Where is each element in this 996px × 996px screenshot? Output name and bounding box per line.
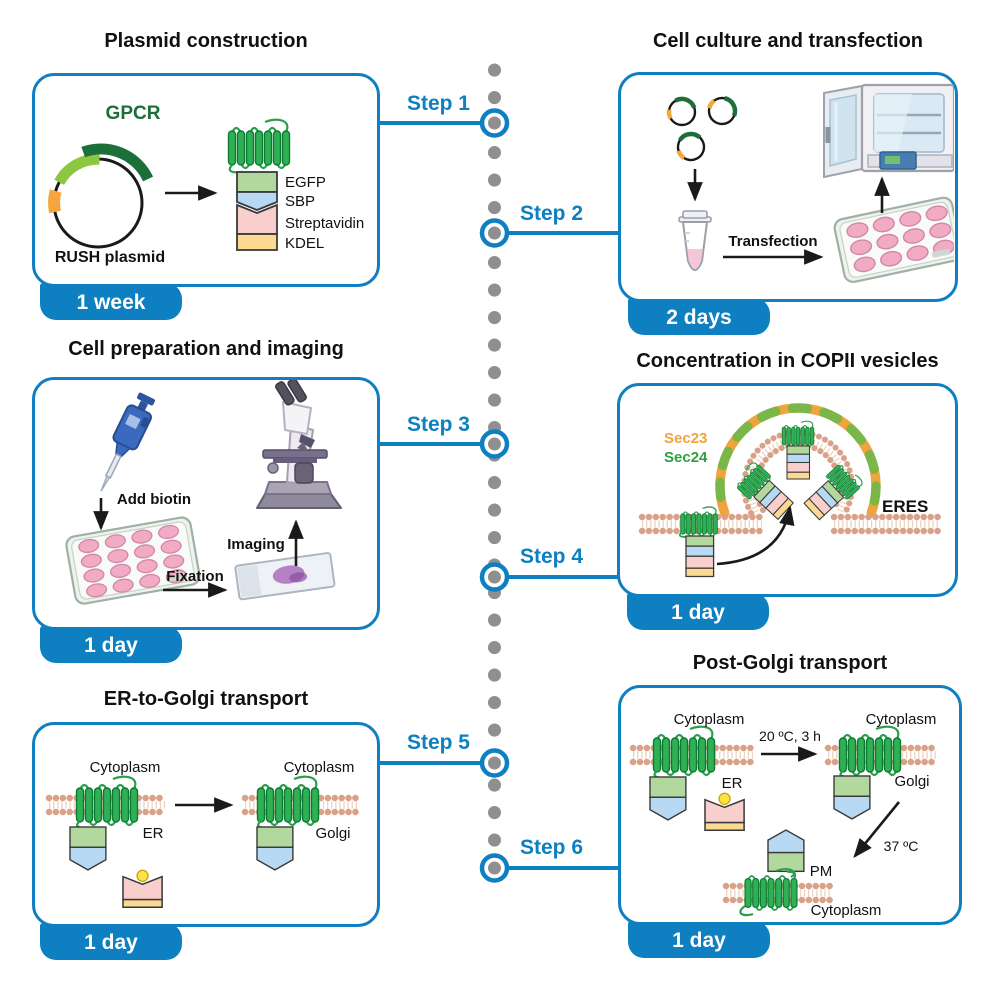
gpcr-in-pm-icon (739, 829, 805, 917)
step-2-label: Step 2 (520, 202, 584, 225)
duration-badge-1: 1 week (40, 283, 182, 320)
concentration-arrow-icon (716, 505, 795, 566)
microtube-icon (678, 210, 712, 271)
duration-badge-3: 1 day (40, 626, 182, 663)
sec24-label: Sec24 (664, 449, 708, 466)
copii-scene (638, 403, 944, 578)
slide-icon (234, 552, 336, 601)
gpcr-in-golgi-icon (833, 725, 902, 820)
plasmids-icon (669, 93, 740, 165)
transfection-label: Transfection (728, 233, 818, 250)
add-biotin-label: Add biotin (116, 491, 192, 508)
panel-4-title: Concentration in COPII vesicles (636, 350, 939, 372)
rush-plasmid-label: RUSH plasmid (54, 249, 166, 266)
post-golgi-scene (629, 725, 942, 917)
plasmid-scene (48, 118, 291, 251)
cytoplasm-right-label: Cytoplasm (283, 759, 355, 776)
streptavidin-biotin-icon (704, 792, 745, 832)
cargo-constructs (678, 421, 865, 578)
panel-er-to-golgi: Cytoplasm ER Cytoplasm Golgi (32, 722, 380, 927)
er-golgi-scene (45, 775, 363, 909)
panel-copii: Sec23 Sec24 ERES (617, 383, 958, 597)
panel-plasmid-construction: GPCR RUSH plasmid EGFP SBP Streptavidin … (32, 73, 380, 287)
imaging-label: Imaging (227, 536, 285, 553)
cytoplasm-bottom-label: Cytoplasm (810, 902, 882, 919)
streptavidin-label: Streptavidin (285, 215, 365, 232)
cytoplasm-right-label: Cytoplasm (865, 711, 937, 728)
panel-cell-preparation: Add biotin Fixation Imaging (32, 377, 380, 630)
copii-coat-icon (715, 403, 881, 518)
cytoplasm-left-label: Cytoplasm (89, 759, 161, 776)
gpcr-in-er-icon (649, 725, 716, 821)
temp-arrow-2-icon (853, 801, 901, 859)
sbp-label: SBP (285, 193, 316, 210)
pipette-icon (100, 392, 155, 492)
gpcr-label: GPCR (105, 103, 161, 124)
temp-shift-2-label: 37 ºC (883, 838, 919, 854)
well-plate-icon (833, 196, 954, 284)
step-4-label: Step 4 (520, 545, 584, 568)
gpcr-in-er-icon (69, 775, 139, 871)
er-label: ER (721, 775, 743, 792)
step-6-label: Step 6 (520, 836, 584, 859)
temp-shift-1-label: 20 ºC, 3 h (759, 728, 821, 744)
gpcr-in-golgi-icon (256, 775, 320, 871)
step-3-label: Step 3 (406, 413, 470, 436)
gpcr-gene-arc (81, 143, 154, 182)
duration-badge-2: 2 days (628, 298, 770, 335)
duration-badge-6: 1 day (628, 921, 770, 958)
preparation-scene (65, 380, 342, 605)
step-connectors (378, 121, 620, 870)
step-nodes (479, 108, 510, 883)
panel-cell-culture: Transfection (618, 72, 958, 302)
streptavidin-biotin-icon (122, 869, 163, 909)
incubator-icon (823, 83, 954, 179)
panel-1-title: Plasmid construction (104, 30, 308, 52)
panel-2-title: Cell culture and transfection (652, 30, 924, 52)
step-1-label: Step 1 (406, 92, 470, 115)
fixation-label: Fixation (166, 568, 224, 585)
kdel-label: KDEL (285, 235, 325, 252)
cytoplasm-left-label: Cytoplasm (673, 711, 745, 728)
rush-construct-icon (227, 118, 291, 251)
egfp-label: EGFP (285, 174, 326, 191)
microscope-icon (256, 380, 342, 509)
panel-3-title: Cell preparation and imaging (68, 338, 344, 360)
golgi-label: Golgi (315, 825, 351, 842)
well-plate-icon (65, 516, 201, 605)
golgi-label: Golgi (894, 773, 930, 790)
sec23-label: Sec23 (664, 430, 708, 447)
panel-post-golgi: Cytoplasm ER 20 ºC, 3 h Cytoplasm Golgi … (618, 685, 962, 925)
panel-5-title: ER-to-Golgi transport (103, 688, 309, 710)
culture-scene (621, 83, 954, 284)
duration-badge-4: 1 day (627, 593, 769, 630)
pm-label: PM (809, 863, 833, 880)
er-cargo-icon (678, 506, 718, 578)
step-5-label: Step 5 (406, 731, 470, 754)
eres-label: ERES (882, 497, 929, 516)
rush-plasmid-icon (48, 143, 154, 249)
panel-6-title: Post-Golgi transport (692, 652, 888, 674)
duration-badge-5: 1 day (40, 923, 182, 960)
er-label: ER (142, 825, 164, 842)
